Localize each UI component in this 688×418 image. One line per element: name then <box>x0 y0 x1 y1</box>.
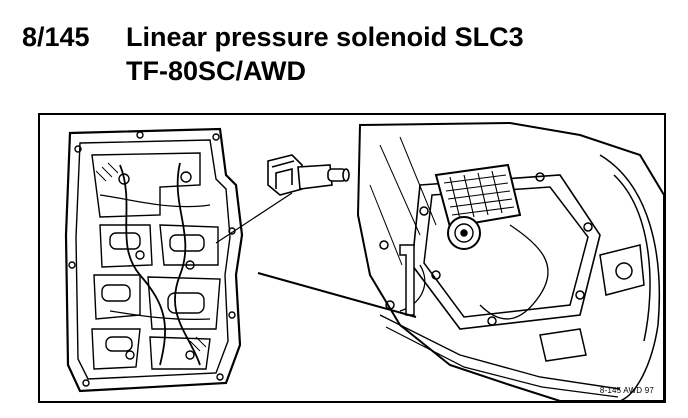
solenoid-leader-line <box>215 192 293 244</box>
reference-number: 8/145 <box>22 22 90 52</box>
header-row-1: 8/145 Linear pressure solenoid SLC3 <box>22 20 672 54</box>
image-code: 8-145 AWD 97 <box>599 386 654 395</box>
illustration-svg <box>64 121 664 401</box>
linear-pressure-solenoid-slc3 <box>267 154 350 196</box>
technical-illustration: 8-145 AWD 97 <box>38 113 666 403</box>
header-row-2: TF-80SC/AWD <box>22 54 672 88</box>
assembly-leader-line <box>257 272 417 318</box>
housing-solenoid-block <box>434 163 522 250</box>
transmission-housing <box>356 121 664 401</box>
valve-body <box>64 127 244 393</box>
page-title: Linear pressure solenoid SLC3 <box>126 22 524 52</box>
page-header: 8/145 Linear pressure solenoid SLC3 TF-8… <box>22 20 672 88</box>
page-subtitle: TF-80SC/AWD <box>126 56 307 86</box>
